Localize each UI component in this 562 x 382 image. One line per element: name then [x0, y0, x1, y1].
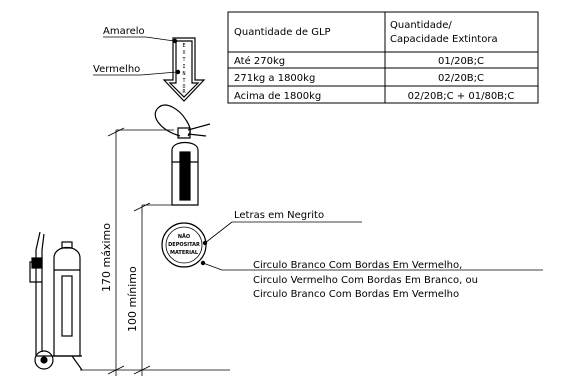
leader-dot-vermelho: [175, 69, 181, 75]
tick-max-bottom: [107, 365, 125, 375]
table-header-capacity: Capacidade Extintora: [390, 34, 498, 45]
wheel-outer: [34, 350, 54, 370]
valve: [177, 127, 191, 139]
tick-min-top: [133, 202, 151, 212]
arrow-inner-outline: [168, 40, 200, 98]
table-cell-row3-qty: 02/20B;C + 01/80B;C: [408, 91, 515, 102]
dimension-label-min: 100 mínimo: [126, 266, 139, 332]
tick-min-bottom: [133, 365, 151, 375]
label-circulo-line2: Circulo Vermelho Com Bordas Em Branco, o…: [253, 275, 478, 286]
wall-extinguisher: [154, 104, 211, 206]
arrow-outline: [162, 37, 206, 102]
table-header-qty: Quantidade/: [390, 20, 452, 31]
leader-vermelho: [93, 71, 178, 76]
wheeled-nozzle: [31, 257, 43, 269]
table-cell-row3-glp: Acima de 1800kg: [234, 91, 321, 102]
leader-circulo: [202, 262, 543, 271]
cylinder-body: [171, 141, 199, 206]
arrow-letter: I: [182, 64, 185, 70]
arrow-letter: R: [182, 89, 186, 95]
wheeled-cylinder: [53, 246, 81, 357]
handle-top: [187, 123, 211, 131]
arrow-letter: T: [182, 78, 185, 84]
arrow-letters: E X T I N T O R: [182, 43, 186, 95]
wheeled-foot: [71, 355, 83, 371]
hose: [154, 104, 191, 137]
table-cell-row1-qty: 01/20B;C: [438, 56, 484, 67]
label-vermelho: Vermelho: [93, 64, 140, 75]
table-cell-row2-glp: 271kg a 1800kg: [234, 73, 315, 84]
label-circulo-line3: Circulo Branco Com Bordas Em Vermelho: [253, 289, 459, 300]
arrow-letter: N: [182, 71, 185, 77]
wheeled-extinguisher: [29, 231, 83, 371]
sign-inner-ring: [165, 226, 203, 264]
dimension-label-max: 170 máximo: [100, 223, 113, 292]
arrow-letter: T: [182, 57, 185, 63]
wheeled-cylinder-label: [61, 275, 73, 337]
sign-text-line: MATERIAL: [170, 250, 199, 256]
leader-letras: [204, 221, 362, 244]
sign-outer-ring: [161, 222, 207, 268]
table-header-glp: Quantidade de GLP: [234, 27, 331, 38]
label-letras-negrito: Letras em Negrito: [234, 210, 324, 221]
tick-max-top: [107, 127, 125, 137]
leader-amarelo: [103, 36, 175, 42]
dimension-lines: [80, 127, 230, 376]
no-deposit-sign: NÃO DEPOSITAR MATERIAL: [161, 222, 207, 268]
wheeled-valve: [61, 241, 73, 249]
arrow-letter: X: [182, 50, 185, 56]
table-cell-row1-glp: Até 270kg: [234, 55, 285, 67]
capacity-table: [227, 11, 539, 104]
cart-handle-inner: [41, 233, 45, 352]
arrow-letter: O: [182, 84, 185, 90]
sign-text-line: DEPOSITAR: [168, 242, 200, 248]
cylinder-label-strip: [179, 151, 191, 201]
handle-bottom: [187, 133, 207, 137]
cart-handle: [35, 231, 41, 356]
label-circulo-line1: Circulo Branco Com Bordas Em Vermelho,: [253, 260, 462, 271]
table-cell-row2-qty: 02/20B;C: [438, 73, 484, 84]
leader-dot-amarelo: [172, 38, 178, 44]
sign-text-line: NÃO: [178, 233, 190, 240]
table-border: [227, 11, 539, 104]
extinguisher-arrow-sign: [162, 37, 206, 102]
label-amarelo: Amarelo: [103, 26, 145, 37]
wheel-hub: [40, 356, 48, 364]
arrow-letter: E: [182, 43, 185, 49]
